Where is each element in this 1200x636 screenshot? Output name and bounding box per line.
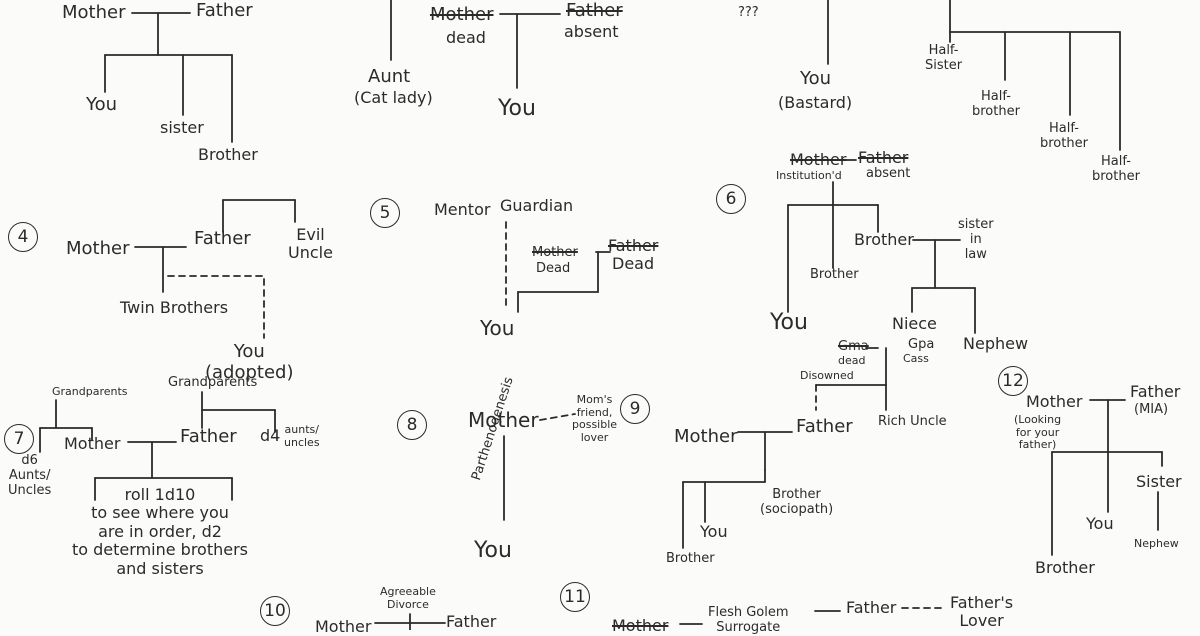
tree9-mother: Mother [674,426,738,447]
tree10-father: Father [446,612,497,631]
tree5-mother-note: Dead [536,261,571,276]
tree7-aunts-left: d6 Aunts/ Uncles [8,453,52,498]
tree4-uncle: Evil Uncle [288,225,333,263]
tree2-father-note: absent [564,22,619,41]
tree7-aunts-right: aunts/ uncles [284,423,320,449]
tree7-grandparents-2: Grandparents [168,375,258,390]
tree7-d4: d4 [260,426,281,445]
tree10-divorce: Agreeable Divorce [380,585,436,611]
tree9-gma: Gma [838,339,869,354]
tree12-father-note: (MIA) [1134,402,1169,417]
tree3-unknown: ??? [738,5,759,20]
tree5-guardian: Guardian [500,196,574,215]
tree12-brother: Brother [1035,558,1095,577]
tree11-father: Father [846,598,897,617]
tree3-half-brother-1: Half- brother [972,89,1020,119]
tree6-number: 6 [716,184,746,214]
tree12-father: Father [1130,382,1181,401]
tree3-half-brother-3: Half- brother [1092,154,1140,184]
tree5-you: You [480,316,515,340]
tree6-sister-in-law: sister in law [958,217,994,262]
tree9-brother-left: Brother [666,551,715,566]
tree6-father: Father [858,148,909,167]
tree2-father: Father [566,0,623,21]
tree2-mother-note: dead [446,28,486,47]
tree12-sister: Sister [1136,472,1182,491]
tree12-mother-note: (Looking for your father) [1014,413,1062,452]
tree12-nephew: Nephew [1134,537,1179,550]
tree10-mother: Mother [315,617,372,636]
tree4-number: 4 [8,222,38,252]
tree2-mother: Mother [430,4,494,25]
tree1-sister: sister [160,118,204,137]
tree12-you: You [1086,514,1114,533]
tree8-mother: Mother [468,408,539,432]
tree6-father-note: absent [866,166,911,181]
tree9-gpa: Gpa [908,337,935,352]
tree3-half-brother-2: Half- brother [1040,121,1088,151]
tree9-number: 9 [620,394,650,424]
tree2-aunt-note: (Cat lady) [354,88,433,107]
tree11-golem: Flesh Golem Surrogate [708,605,789,635]
tree6-mother-note: Institution'd [776,169,842,182]
tree7-roll-text: roll 1d10 to see where you are in order,… [72,485,249,578]
tree6-nephew: Nephew [963,334,1029,353]
tree5-number: 5 [370,198,400,228]
tree8-you: You [474,538,512,563]
tree4-mother: Mother [66,238,130,259]
tree4-father: Father [194,228,251,249]
tree7-father: Father [180,426,237,447]
tree6-niece: Niece [892,314,937,333]
tree6-mother: Mother [790,150,847,169]
tree5-father-note: Dead [612,254,655,273]
tree1-you: You [86,94,118,115]
tree9-gma-note: dead [838,354,866,367]
tree7-number: 7 [4,424,34,454]
tree5-father: Father [608,236,659,255]
tree2-aunt: Aunt [368,66,411,87]
tree2-you: You [498,96,536,121]
tree10-number: 10 [260,596,290,626]
tree7-mother: Mother [64,434,121,453]
tree1-brother: Brother [198,145,258,164]
tree3-you-note: (Bastard) [778,93,853,112]
tree9-gpa-note: Cass [903,352,929,365]
tree11-mother: Mother [612,616,669,635]
tree3-half-sister: Half- Sister [925,43,963,73]
tree8-lover: Mom's friend, possible lover [572,393,618,444]
tree9-you: You [700,522,728,541]
adoption-line [167,275,265,339]
tree9-rich-uncle: Rich Uncle [878,414,947,429]
tree9-disowned: Disowned [800,369,854,382]
tree5-mother: Mother [532,245,578,260]
tree6-brother-2: Brother [854,230,914,249]
tree1-mother: Mother [62,2,126,23]
tree9-brother-right: Brother (sociopath) [760,487,834,517]
tree4-you: You (adopted) [205,341,294,383]
tree12-number: 12 [998,366,1028,396]
tree6-brother-1: Brother [810,267,859,282]
tree4-twins: Twin Brothers [120,298,229,317]
descent-line [517,251,599,313]
tree12-mother: Mother [1026,392,1083,411]
tree3-you: You [800,68,832,89]
tree11-lover: Father's Lover [950,593,1014,631]
tree7-grandparents-1: Grandparents [52,385,128,398]
tree8-number: 8 [397,410,427,440]
tree11-number: 11 [560,582,590,612]
tree1-father: Father [196,0,253,21]
tree6-you: You [770,310,808,335]
tree9-father: Father [796,416,853,437]
lover-line [539,413,576,421]
tree5-mentor: Mentor [434,200,491,219]
